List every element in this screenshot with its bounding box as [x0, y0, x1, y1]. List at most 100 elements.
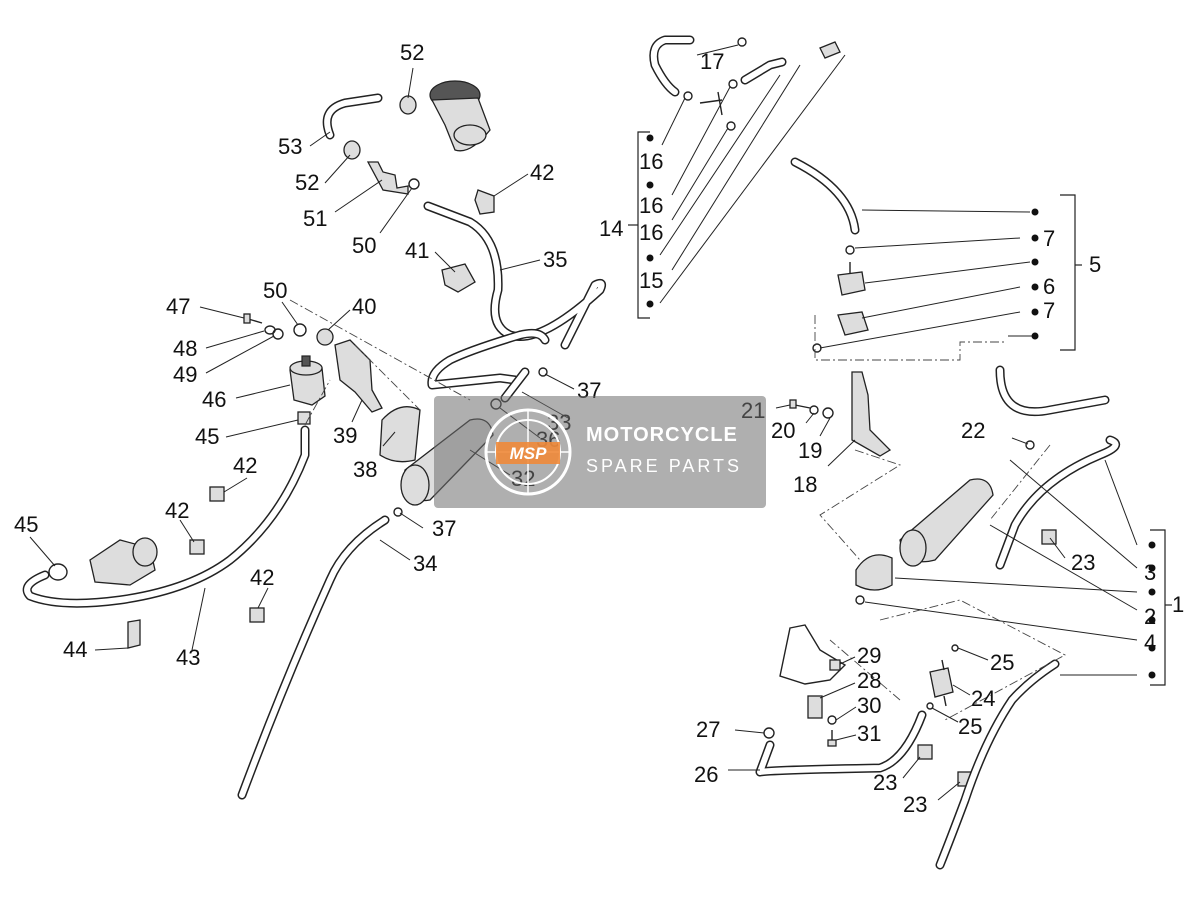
nut-29 [829, 659, 841, 671]
label-35: 35 [543, 247, 567, 272]
valve-top-right [819, 41, 841, 59]
label-31: 31 [857, 721, 881, 746]
hose-26 [755, 710, 927, 777]
hose-33 [500, 367, 530, 403]
rubber-2 [855, 554, 893, 591]
canister-2 [899, 478, 994, 567]
clamp-42a [474, 189, 495, 215]
washer-30 [827, 715, 837, 725]
label-49: 49 [173, 362, 197, 387]
label-18: 18 [793, 472, 817, 497]
tee-fitting [699, 91, 723, 116]
clamp-42c [189, 539, 205, 555]
clip-4 [855, 595, 865, 605]
label-42d: 42 [250, 565, 274, 590]
label-53: 53 [278, 134, 302, 159]
label-7b: 7 [1043, 298, 1055, 323]
label-1: 1 [1172, 592, 1184, 617]
label-19: 19 [798, 438, 822, 463]
label-47: 47 [166, 294, 190, 319]
hose-14-top [649, 35, 787, 97]
left-leaders [29, 67, 575, 651]
label-27: 27 [696, 717, 720, 742]
clip-27 [763, 727, 775, 739]
bolt-31 [827, 730, 837, 747]
bolt-21 [789, 399, 811, 409]
label-23b: 23 [873, 770, 897, 795]
label-52a: 52 [400, 40, 424, 65]
label-52b: 52 [295, 170, 319, 195]
label-30: 30 [857, 693, 881, 718]
washer-49 [272, 328, 284, 340]
label-25a: 25 [990, 650, 1014, 675]
label-14: 14 [599, 216, 623, 241]
clamp-42b [209, 486, 225, 502]
label-50a: 50 [352, 233, 376, 258]
bolt-47 [243, 313, 263, 324]
clamp-23a [1041, 529, 1057, 545]
hose-35 [423, 201, 607, 390]
clamp-45a [297, 411, 311, 425]
valve-46 [289, 355, 326, 406]
clips-7 [812, 245, 855, 353]
clip-17 [737, 37, 747, 47]
clips-16 [683, 79, 738, 131]
left-dash-lines [289, 299, 471, 426]
label-4: 4 [1144, 630, 1156, 655]
hose-3 [995, 435, 1121, 570]
label-40: 40 [352, 294, 376, 319]
label-39: 39 [333, 423, 357, 448]
fuel-filler-cap [429, 80, 491, 152]
label-16c: 16 [639, 220, 663, 245]
hose-43 [22, 425, 310, 608]
label-41: 41 [405, 238, 429, 263]
label-28: 28 [857, 668, 881, 693]
hose-5 [790, 157, 1110, 417]
clip-50b [293, 323, 307, 337]
label-42b: 42 [233, 453, 257, 478]
bracket-39 [334, 339, 383, 413]
svg-text:MSP: MSP [510, 444, 548, 463]
watermark-banner: MSP MOTORCYCLE SPARE PARTS [434, 396, 766, 508]
throttle-body-right [779, 624, 847, 685]
label-44: 44 [63, 637, 87, 662]
label-45a: 45 [195, 424, 219, 449]
label-16b: 16 [639, 193, 663, 218]
label-3: 3 [1144, 560, 1156, 585]
label-20: 20 [771, 418, 795, 443]
rubber-6 [837, 311, 869, 336]
filter-5 [837, 262, 866, 296]
label-46: 46 [202, 387, 226, 412]
clip-37b [393, 507, 403, 517]
label-24: 24 [971, 686, 995, 711]
label-25b: 25 [958, 714, 982, 739]
right-leaders [659, 44, 1138, 801]
hose-53 [322, 93, 383, 140]
clip-22 [1025, 440, 1035, 450]
clamp-41 [441, 263, 476, 293]
label-17: 17 [700, 49, 724, 74]
label-7a: 7 [1043, 226, 1055, 251]
label-6: 6 [1043, 274, 1055, 299]
label-42c: 42 [165, 498, 189, 523]
washer-20 [809, 405, 819, 415]
clamp-42d [249, 607, 265, 623]
throttle-body [89, 537, 158, 586]
label-15: 15 [639, 268, 663, 293]
clamp-23b [917, 744, 933, 760]
label-2: 2 [1144, 604, 1156, 629]
hose-1 [935, 659, 1060, 870]
label-50b: 50 [263, 278, 287, 303]
msp-logo-icon: MSP [484, 408, 572, 496]
label-23a: 23 [1071, 550, 1095, 575]
label-34: 34 [413, 551, 437, 576]
bracket-28 [807, 695, 823, 719]
bracket-group-14 [628, 131, 654, 319]
watermark-title: MOTORCYCLE [586, 424, 738, 446]
label-16a: 16 [639, 149, 663, 174]
bracket-group-5 [1031, 194, 1082, 351]
label-38: 38 [353, 457, 377, 482]
label-22: 22 [961, 418, 985, 443]
label-37b: 37 [432, 516, 456, 541]
